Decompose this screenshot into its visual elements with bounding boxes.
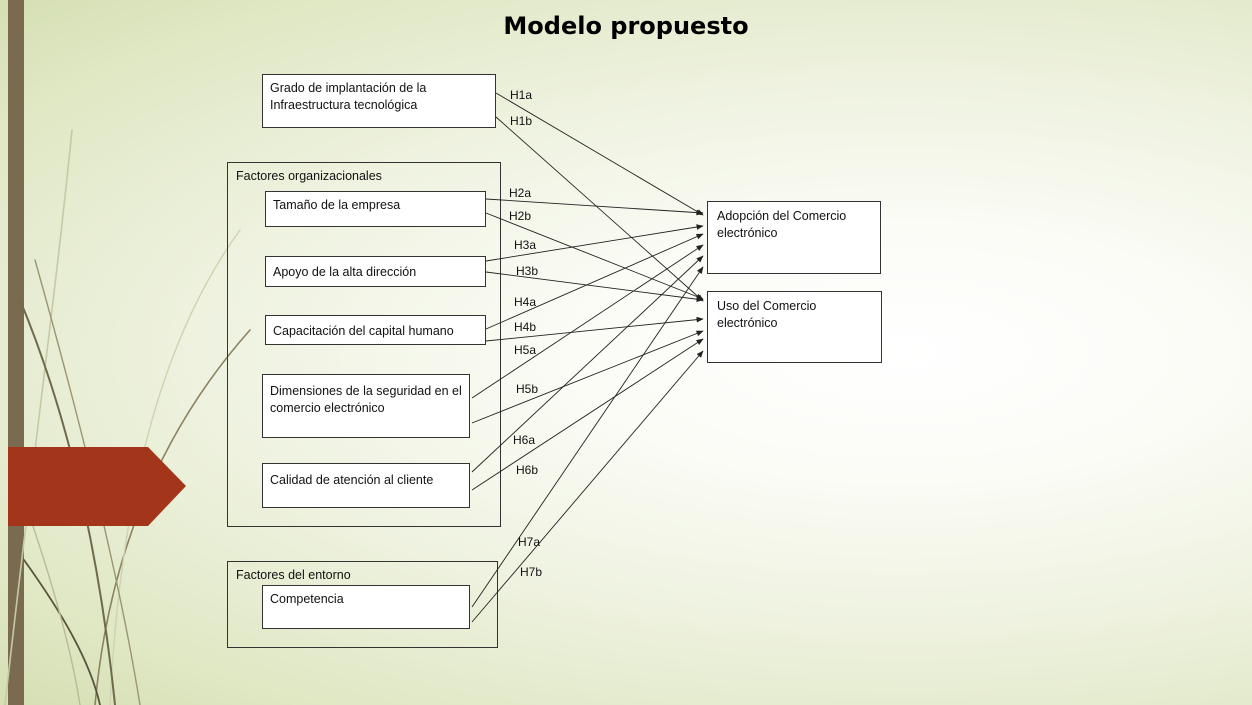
arrow-h2b (485, 212, 704, 300)
decorative-curve (109, 229, 241, 705)
box-security-dimensions: Dimensiones de la seguridad en el comerc… (262, 374, 470, 438)
arrow-h1b (495, 116, 704, 302)
hypothesis-label-h5a: H5a (514, 343, 537, 357)
hypothesis-label-h6a: H6a (513, 433, 536, 447)
arrow-h5a (471, 244, 704, 399)
arrow-h6a (471, 255, 704, 473)
hypothesis-label-h3b: H3b (516, 264, 539, 278)
decorative-curve (23, 559, 101, 705)
hypothesis-label-h7a: H7a (518, 535, 541, 549)
hypothesis-label-h7b: H7b (520, 565, 543, 579)
hypothesis-label-h2b: H2b (509, 209, 532, 223)
arrow-h3b (485, 271, 704, 303)
box-ecommerce-adoption: Adopción del Comercio electrónico (707, 201, 881, 274)
group-environment-factors: Factores del entorno (227, 561, 498, 648)
arrow-h4b (485, 316, 704, 342)
box-human-capital-training: Capacitación del capital humano (265, 315, 486, 345)
arrow-h4a (485, 233, 704, 330)
hypothesis-label-h5b: H5b (516, 382, 539, 396)
hypothesis-label-h4b: H4b (514, 320, 537, 334)
hypothesis-label-h1b: H1b (510, 114, 533, 128)
hypothesis-label-h1a: H1a (510, 88, 533, 102)
box-infrastructure: Grado de implantación de la Infraestruct… (262, 74, 496, 128)
box-ecommerce-usage: Uso del Comercio electrónico (707, 291, 882, 363)
slide-title: Modelo propuesto (503, 12, 749, 40)
group-organizational-factors: Factores organizacionales (227, 162, 501, 527)
arrow-h1a (495, 92, 704, 216)
hypothesis-label-h4a: H4a (514, 295, 537, 309)
arrow-h7b (471, 350, 704, 623)
box-management-support: Apoyo de la alta dirección (265, 256, 486, 287)
arrow-h5b (471, 330, 704, 424)
left-vertical-bar (8, 0, 24, 705)
arrow-h6b (471, 338, 704, 491)
hypothesis-label-h3a: H3a (514, 238, 537, 252)
group-label: Factores organizacionales (236, 169, 382, 183)
box-customer-service: Calidad de atención al cliente (262, 463, 470, 508)
box-company-size: Tamaño de la empresa (265, 191, 486, 227)
box-competition: Competencia (262, 585, 470, 629)
hypothesis-label-h6b: H6b (516, 463, 539, 477)
arrow-h3a (485, 224, 704, 262)
decorative-curve (4, 129, 73, 705)
group-label: Factores del entorno (236, 568, 351, 582)
arrow-h2a (485, 198, 704, 216)
hypothesis-label-h2a: H2a (509, 186, 532, 200)
red-pentagon-arrow (8, 447, 186, 526)
arrow-h7a (471, 266, 704, 608)
